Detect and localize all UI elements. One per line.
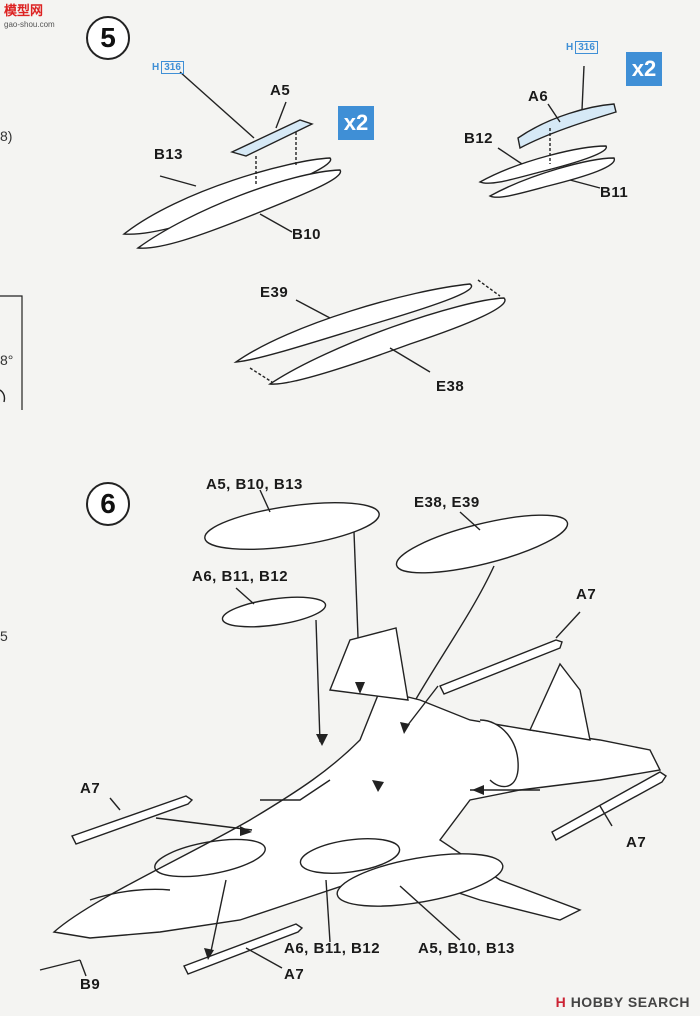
step-6-badge: 6 [86, 482, 130, 526]
label-b12: B12 [464, 130, 494, 147]
watermark-url: gao-shou.com [4, 20, 55, 29]
step6-drop-tanks [204, 489, 569, 789]
h-code: 316 [161, 61, 184, 74]
label-e38: E38 [436, 378, 465, 395]
label-a6: A6 [528, 88, 549, 105]
label-tank-top-left: A5, B10, B13 [206, 476, 303, 493]
label-a5: A5 [270, 82, 291, 99]
label-missile-bottom: A7 [284, 966, 305, 983]
h-prefix: H [566, 42, 574, 53]
label-b9: B9 [80, 976, 101, 993]
multiplier-left: x2 [338, 106, 374, 140]
watermark-logo: 模型网 gao-shou.com [4, 4, 55, 32]
step5-left-tank [122, 71, 342, 249]
step6-aircraft [52, 627, 662, 939]
step-5-badge: 5 [86, 16, 130, 60]
footer-watermark: H HOBBY SEARCH [556, 994, 690, 1010]
label-b13: B13 [154, 146, 184, 163]
step5-center-tank [233, 279, 506, 385]
label-e39: E39 [260, 284, 289, 301]
step5-right-tank [478, 65, 617, 198]
label-tank-top-right: E38, E39 [414, 494, 480, 511]
watermark-title: 模型网 [4, 3, 44, 18]
edge-mark-3: 5 [0, 628, 8, 644]
label-b11: B11 [600, 184, 629, 201]
edge-mark-1: 8) [0, 128, 13, 144]
label-missile-right-bottom: A7 [626, 834, 647, 851]
brand-text: HOBBY SEARCH [570, 994, 690, 1010]
label-b10: B10 [292, 226, 322, 243]
multiplier-right: x2 [626, 52, 662, 86]
label-missile-left: A7 [80, 780, 101, 797]
label-missile-right-top: A7 [576, 586, 597, 603]
step6-missiles [39, 639, 667, 975]
brand-mark: H [555, 994, 567, 1010]
edge-mark-2: 8° [0, 352, 14, 368]
h-prefix: H [152, 62, 160, 73]
label-tank-mid-left: A6, B11, B12 [192, 568, 289, 585]
h-code: 316 [575, 41, 598, 54]
label-under-left: A6, B11, B12 [284, 940, 381, 957]
edge-box-fragment [0, 295, 23, 410]
step6-leaders [79, 611, 613, 977]
edge-curve [0, 389, 6, 403]
label-under-right: A5, B10, B13 [418, 940, 515, 957]
